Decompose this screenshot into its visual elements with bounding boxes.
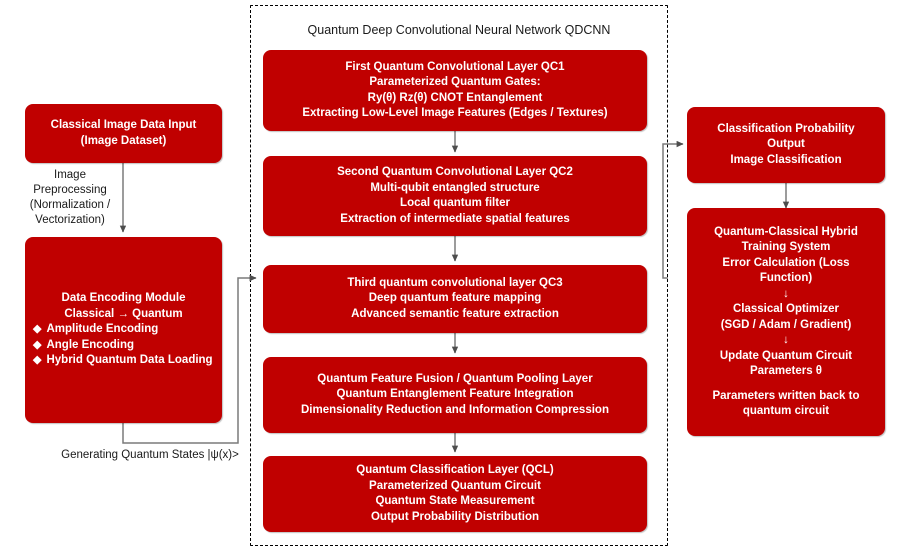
training-line: Classical Optimizer xyxy=(732,303,840,315)
training-line: Update Quantum Circuit xyxy=(719,349,853,362)
diamond-bullet-icon: ◆ xyxy=(33,354,42,367)
encoding-bullet-label: Hybrid Quantum Data Loading xyxy=(46,354,213,367)
qcl-line: Quantum State Measurement xyxy=(375,495,535,507)
quantum-feature-fusion-box[interactable]: Quantum Feature Fusion / Quantum Pooling… xyxy=(263,357,647,433)
output-box-line: Classification Probability xyxy=(717,122,855,135)
qc2-line: Second Quantum Convolutional Layer QC2 xyxy=(337,166,573,178)
training-line: Parameters θ xyxy=(749,365,823,377)
encoding-bullet-item: ◆ Hybrid Quantum Data Loading xyxy=(33,353,214,369)
fusion-line: Dimensionality Reduction and Information… xyxy=(301,403,609,416)
qdcnn-group-title: Quantum Deep Convolutional Neural Networ… xyxy=(307,23,611,37)
down-arrow-icon: ↓ xyxy=(783,334,789,346)
input-box-line: Classical Image Data Input xyxy=(50,119,197,131)
input-box-line: (Image Dataset) xyxy=(80,134,167,147)
quantum-conv-layer-qc3-box[interactable]: Third quantum convolutional layer QC3 De… xyxy=(263,265,647,333)
quantum-conv-layer-qc2-box[interactable]: Second Quantum Convolutional Layer QC2 M… xyxy=(263,156,647,236)
training-line: Parameters written back to xyxy=(712,389,860,402)
image-preprocessing-label: Image Preprocessing (Normalization / Vec… xyxy=(29,169,111,226)
qcl-line: Parameterized Quantum Circuit xyxy=(369,479,541,492)
output-box-line: Output xyxy=(767,138,805,151)
classification-probability-output-box[interactable]: Classification Probability Output Image … xyxy=(687,107,885,183)
encoding-bullet-item: ◆ Angle Encoding xyxy=(33,338,214,354)
qc2-line: Extraction of intermediate spatial featu… xyxy=(340,212,570,225)
quantum-conv-layer-qc1-box[interactable]: First Quantum Convolutional Layer QC1 Pa… xyxy=(263,50,647,131)
encoding-title-line: Classical → Quantum xyxy=(64,307,183,320)
fusion-line: Quantum Entanglement Feature Integration xyxy=(336,388,574,401)
qc1-line: Extracting Low-Level Image Features (Edg… xyxy=(302,107,608,119)
fusion-line: Quantum Feature Fusion / Quantum Pooling… xyxy=(317,372,593,385)
qc1-line: First Quantum Convolutional Layer QC1 xyxy=(345,60,565,73)
down-arrow-icon: ↓ xyxy=(783,287,789,300)
qc2-line: Multi-qubit entangled structure xyxy=(370,181,540,194)
training-line: quantum circuit xyxy=(742,405,830,417)
training-line: Quantum-Classical Hybrid xyxy=(714,225,858,238)
qc3-line: Advanced semantic feature extraction xyxy=(351,307,559,320)
qcl-line: Output Probability Distribution xyxy=(370,510,539,523)
training-line: Function) xyxy=(759,272,813,284)
training-line: (SGD / Adam / Gradient) xyxy=(720,318,852,331)
hybrid-training-system-box[interactable]: Quantum-Classical Hybrid Training System… xyxy=(687,208,885,436)
qc1-line: Parameterized Quantum Gates: xyxy=(369,76,541,88)
training-line: Training System xyxy=(741,241,831,253)
encoding-bullet-item: ◆ Amplitude Encoding xyxy=(33,322,214,338)
classical-image-data-input-box[interactable]: Classical Image Data Input (Image Datase… xyxy=(25,104,222,163)
qc2-line: Local quantum filter xyxy=(400,197,510,209)
quantum-classification-layer-box[interactable]: Quantum Classification Layer (QCL) Param… xyxy=(263,456,647,532)
encoding-bullet-label: Amplitude Encoding xyxy=(46,323,159,336)
diamond-bullet-icon: ◆ xyxy=(33,323,42,336)
diamond-bullet-icon: ◆ xyxy=(33,338,42,351)
output-box-line: Image Classification xyxy=(730,153,842,166)
training-line: Error Calculation (Loss xyxy=(722,256,850,269)
qcl-line: Quantum Classification Layer (QCL) xyxy=(356,464,554,476)
generating-quantum-states-label: Generating Quantum States |ψ(x)> xyxy=(61,449,239,461)
qc1-line: Ry(θ) Rz(θ) CNOT Entanglement xyxy=(367,91,543,104)
encoding-title-line: Data Encoding Module xyxy=(61,292,186,305)
data-encoding-module-box[interactable]: Data Encoding Module Classical → Quantum… xyxy=(25,237,222,423)
qc3-line: Third quantum convolutional layer QC3 xyxy=(347,276,563,289)
qc3-line: Deep quantum feature mapping xyxy=(368,292,542,305)
encoding-bullet-label: Angle Encoding xyxy=(46,338,134,351)
